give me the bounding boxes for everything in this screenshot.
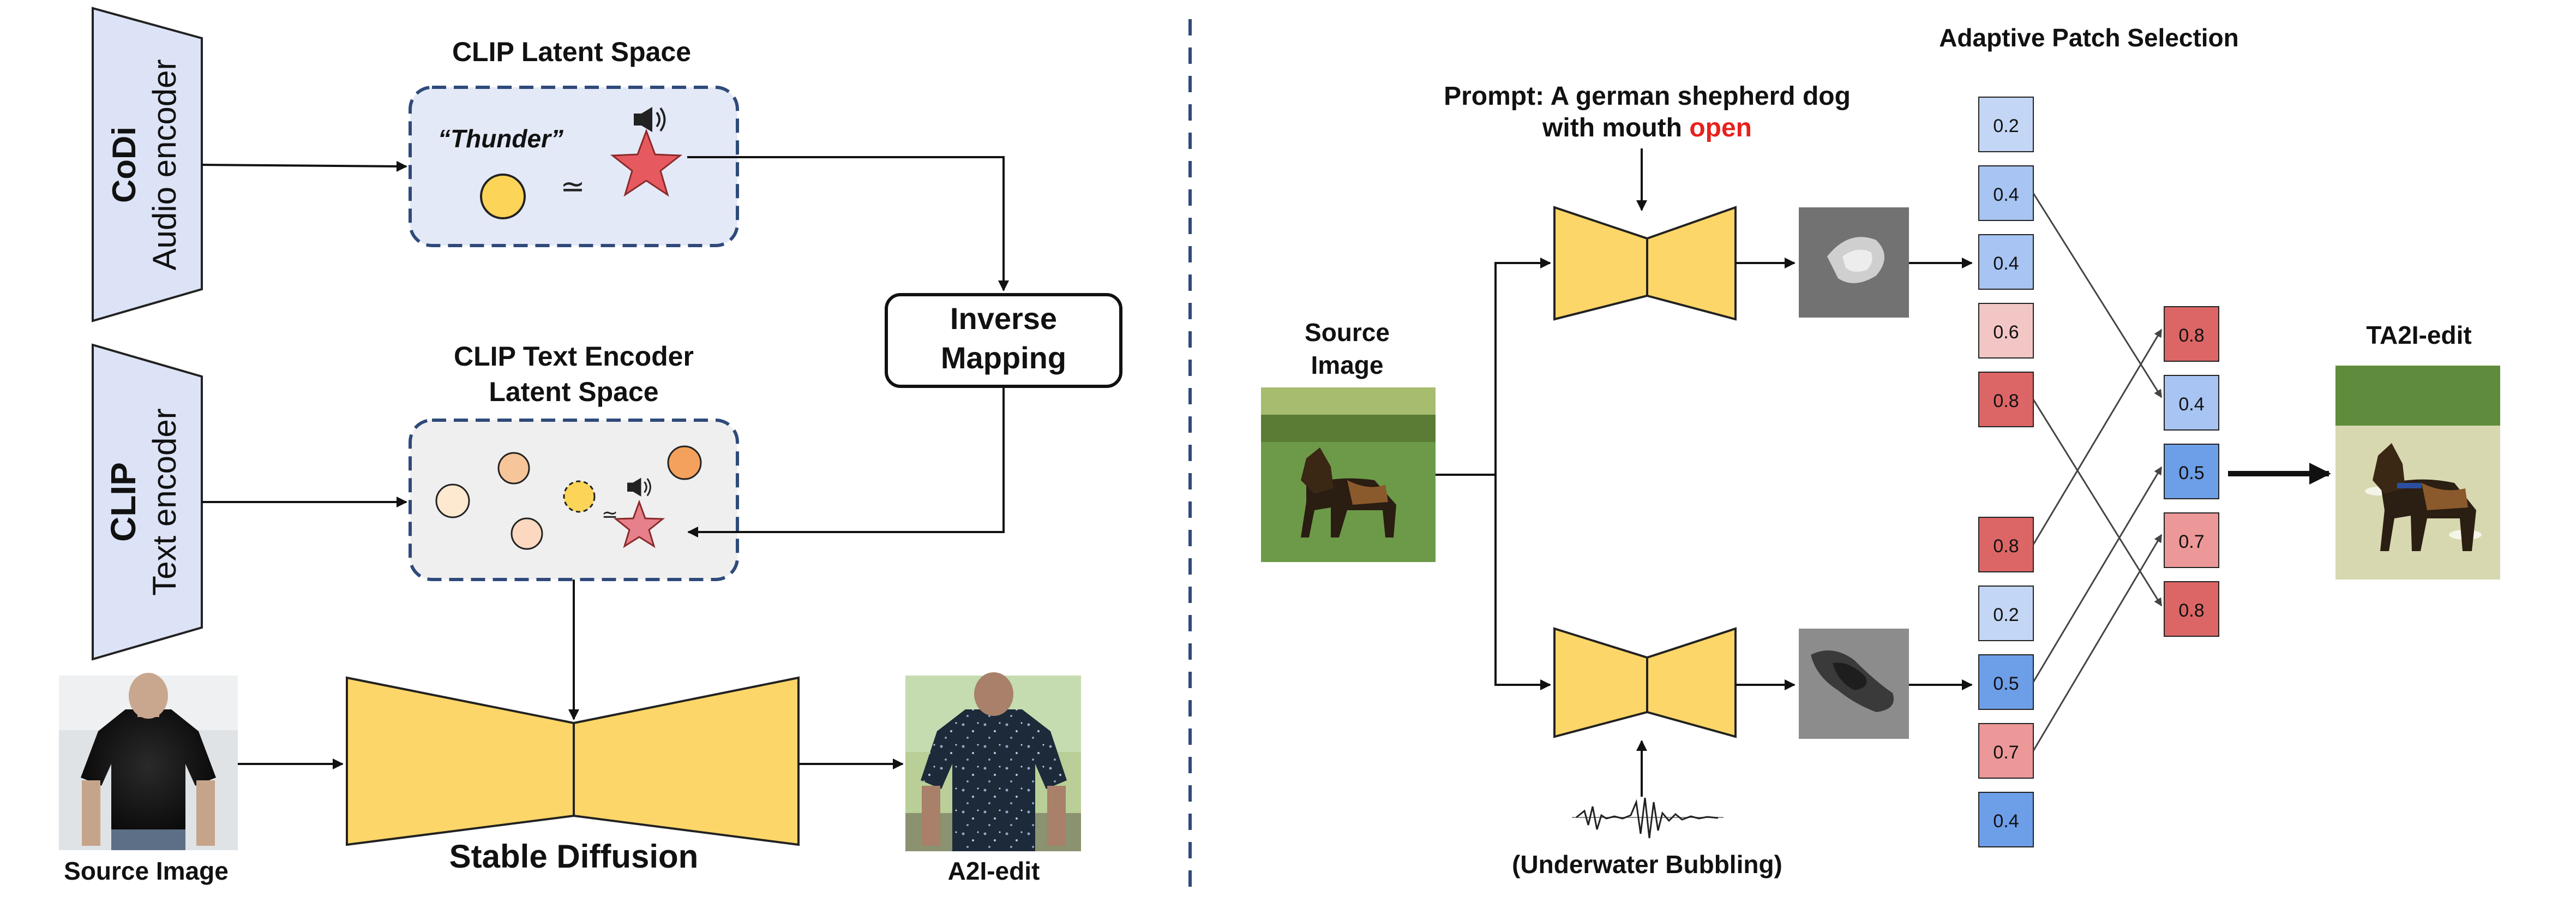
prompt-line-2-text: with mouth <box>1542 114 1689 142</box>
score-value: 0.4 <box>2178 394 2204 415</box>
latent-dot <box>435 483 470 518</box>
source-label-1: Source <box>1305 318 1390 347</box>
mapping-label: Mapping <box>941 341 1066 375</box>
latent-space-title: CLIP Latent Space <box>452 37 691 67</box>
a2i-edit-caption: A2I-edit <box>948 857 1040 885</box>
score-value: 0.8 <box>1993 391 2019 411</box>
ta2i-edit-image <box>2335 366 2500 580</box>
score-value: 0.4 <box>1993 184 2019 205</box>
prompt-line-1: Prompt: A german shepherd dog <box>1444 82 1851 111</box>
audio-unet-decoder <box>1646 627 1737 738</box>
score-value: 0.2 <box>1993 605 2019 625</box>
text-score-column: 0.2 0.4 0.4 0.6 0.8 <box>1978 97 2034 427</box>
selected-score-column: 0.8 0.4 0.5 0.7 0.8 <box>2164 306 2219 637</box>
score-value: 0.8 <box>2178 600 2204 621</box>
latent-dot <box>497 452 530 485</box>
latent-dot <box>667 445 702 480</box>
stable-diffusion-encoder <box>346 676 575 846</box>
source-image-caption: Source Image <box>64 857 229 885</box>
latent-dot <box>511 517 543 550</box>
text-latent-title-2: Latent Space <box>489 377 658 407</box>
score-value: 0.5 <box>2178 463 2204 483</box>
right-panel: Prompt: A german shepherd dog with mouth… <box>1261 23 2500 879</box>
codi-title: CoDi <box>106 127 142 203</box>
codi-subtitle: Audio encoder <box>146 59 183 271</box>
source-label-2: Image <box>1311 351 1384 379</box>
audio-score-column: 0.8 0.2 0.5 0.7 0.4 <box>1978 517 2034 847</box>
score-cell <box>2164 375 2219 431</box>
inverse-label: Inverse <box>950 301 1057 336</box>
text-attention-map <box>1799 207 1909 318</box>
score-cell <box>1978 517 2034 572</box>
score-value: 0.8 <box>2178 325 2204 346</box>
score-cell <box>1978 586 2034 641</box>
audio-embedding-star <box>610 128 683 197</box>
arrow-source-to-text-unet <box>1436 258 1551 476</box>
clip-text-encoder <box>92 343 203 661</box>
prompt-line-2: with mouth open <box>1542 114 1752 142</box>
adaptive-patch-selection-title: Adaptive Patch Selection <box>1939 23 2239 52</box>
thunder-label: “Thunder” <box>438 124 563 153</box>
score-value: 0.7 <box>2178 531 2204 552</box>
score-cell <box>1978 303 2034 359</box>
stable-diffusion-decoder <box>573 676 800 846</box>
score-value: 0.7 <box>1993 742 2019 763</box>
prompt-highlight-word: open <box>1689 114 1752 142</box>
score-value: 0.4 <box>1993 811 2019 832</box>
arrow-codi-to-latent <box>201 160 407 172</box>
source-image-tshirt <box>59 673 238 850</box>
score-value: 0.8 <box>1993 536 2019 557</box>
clip-subtitle: Text encoder <box>146 408 183 596</box>
score-cell <box>2164 581 2219 637</box>
approx-symbol-small: ≃ <box>602 503 618 525</box>
score-cell <box>1978 97 2034 152</box>
arrow-latent-to-inverse <box>687 156 1009 291</box>
codi-audio-encoder <box>92 7 203 322</box>
text-embedding-dot <box>480 174 526 219</box>
approx-symbol: ≃ <box>560 170 585 203</box>
arrow-source-to-audio-unet <box>1494 475 1551 690</box>
score-value: 0.4 <box>1993 253 2019 274</box>
clip-title: CLIP <box>104 462 143 542</box>
text-unet-encoder <box>1553 206 1648 321</box>
arrow-inverse-to-text-latent <box>687 386 1005 537</box>
result-caption: TA2I-edit <box>2366 321 2471 349</box>
score-cell <box>2164 444 2219 499</box>
stable-diffusion-caption: Stable Diffusion <box>449 838 699 875</box>
source-image-dog <box>1261 387 1436 562</box>
score-cell <box>1978 723 2034 779</box>
score-cell <box>2164 512 2219 568</box>
speaker-icon <box>634 107 666 132</box>
score-cell <box>1978 792 2034 847</box>
speaker-icon-small <box>627 477 651 497</box>
score-cell <box>2164 306 2219 362</box>
audio-waveform <box>1572 797 1724 839</box>
audio-attention-map <box>1799 629 1909 739</box>
left-panel: CoDi Audio encoder CLIP Text encoder CLI… <box>59 7 1122 885</box>
score-value: 0.6 <box>1993 322 2019 343</box>
selection-connectors <box>2032 193 2163 751</box>
score-value: 0.2 <box>1993 116 2019 136</box>
audio-unet-encoder <box>1553 627 1648 738</box>
mapped-text-dot <box>563 480 596 513</box>
score-cell <box>1978 165 2034 221</box>
score-cell <box>1978 234 2034 290</box>
clip-latent-space-box <box>409 86 739 247</box>
a2i-edit-image <box>905 672 1081 851</box>
text-latent-title-1: CLIP Text Encoder <box>454 341 694 372</box>
score-value: 0.5 <box>1993 673 2019 694</box>
mapped-audio-star <box>613 499 665 548</box>
score-cell <box>1978 654 2034 710</box>
text-unet-decoder <box>1646 206 1737 321</box>
audio-caption: (Underwater Bubbling) <box>1512 850 1782 879</box>
